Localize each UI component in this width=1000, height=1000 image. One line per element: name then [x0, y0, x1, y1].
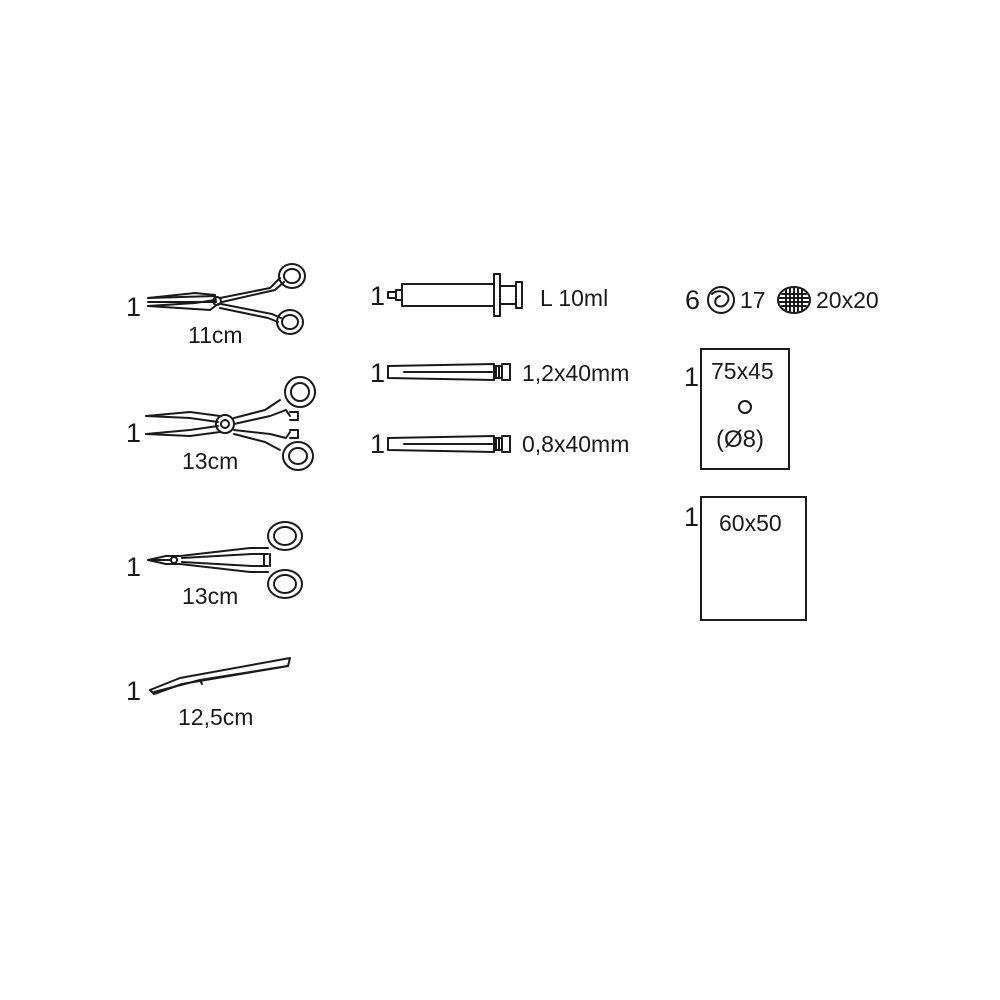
- cotton-ball-icon: [707, 286, 735, 314]
- scissors-quantity: 1: [126, 292, 142, 322]
- needle-large-quantity: 1: [370, 358, 386, 388]
- scissors-icon: [147, 263, 306, 335]
- fenestrated-drape-hole: (Ø8): [716, 426, 764, 453]
- fenestrated-drape: 75x45 (Ø8): [700, 348, 790, 470]
- tweezers-quantity: 1: [126, 676, 142, 706]
- tweezers-icon: [149, 657, 291, 695]
- syringe-quantity: 1: [370, 281, 386, 311]
- needle-holder-icon: [147, 521, 303, 599]
- forceps-size: 13cm: [182, 448, 239, 474]
- forceps-quantity: 1: [126, 418, 142, 448]
- drape-quantity: 1: [684, 502, 700, 532]
- forceps-icon: [145, 376, 316, 471]
- syringe-icon: [387, 273, 523, 317]
- cotton-ball-size: 17: [740, 287, 766, 313]
- fenestrated-drape-quantity: 1: [684, 362, 700, 392]
- needle-holder-quantity: 1: [126, 552, 142, 582]
- needle-icon: [387, 435, 511, 453]
- needle-holder-size: 13cm: [182, 583, 239, 609]
- drape: 60x50: [700, 496, 807, 621]
- needle-small-quantity: 1: [370, 429, 386, 459]
- scissors-size: 11cm: [188, 322, 243, 348]
- gauze-swab-size: 20x20: [816, 287, 879, 313]
- drape-hole: [738, 400, 752, 414]
- tweezers-size: 12,5cm: [178, 704, 254, 730]
- gauze-swab-icon: [777, 286, 811, 314]
- swabs-quantity: 6: [685, 285, 701, 315]
- needle-small-size: 0,8x40mm: [522, 431, 630, 457]
- needle-icon: [387, 363, 511, 381]
- fenestrated-drape-size: 75x45: [711, 358, 774, 384]
- syringe-size: L 10ml: [540, 285, 609, 311]
- needle-large-size: 1,2x40mm: [522, 360, 630, 386]
- drape-size: 60x50: [719, 510, 782, 536]
